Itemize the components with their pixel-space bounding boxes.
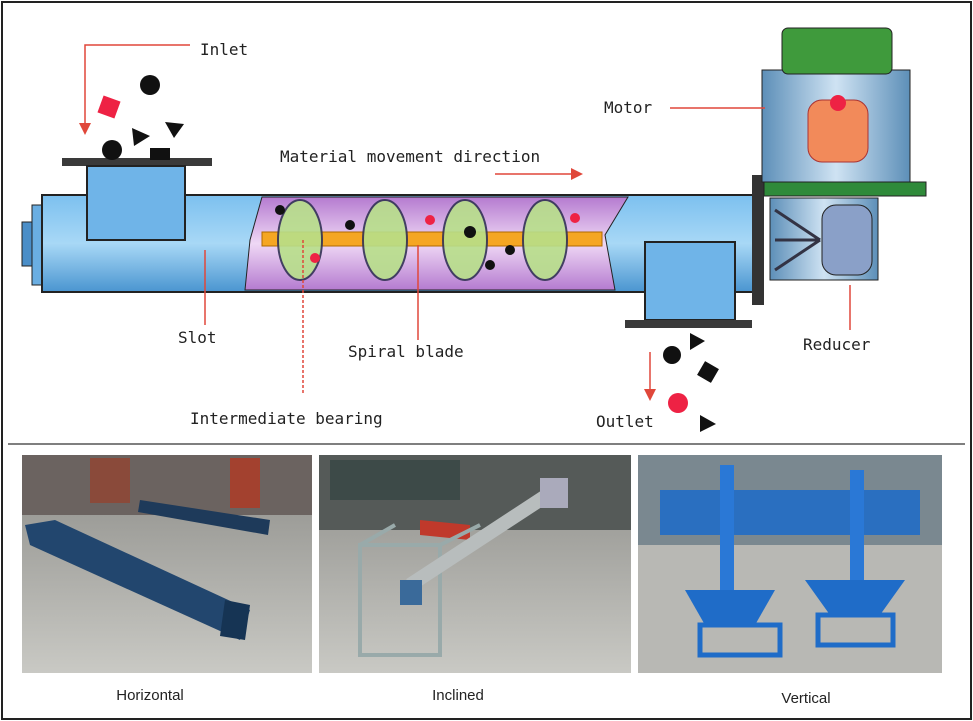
inlet-hopper <box>86 165 186 241</box>
motor-label: Motor <box>604 98 653 117</box>
shaft <box>261 231 603 247</box>
caption-horizontal: Horizontal <box>116 687 184 704</box>
bearing-label: Intermediate bearing <box>190 409 383 428</box>
motor-fan-cover <box>781 27 893 75</box>
reducer-label: Reducer <box>803 335 871 354</box>
caption-inclined: Inclined <box>432 687 484 704</box>
outlet-flange <box>625 320 752 328</box>
photo-vertical <box>638 455 942 673</box>
direction-label: Material movement direction <box>280 147 540 166</box>
drive-plate <box>752 175 764 305</box>
photo-inclined <box>319 455 631 673</box>
outlet-label: Outlet <box>596 412 654 431</box>
caption-vertical: Vertical <box>781 690 830 707</box>
diagram-labels <box>79 44 851 401</box>
outlet-particles <box>663 333 719 432</box>
inlet-flange <box>62 158 212 166</box>
material-particles <box>275 205 580 270</box>
slot-label: Slot <box>178 328 217 347</box>
inlet-label: Inlet <box>200 40 248 59</box>
outlet-hopper <box>644 241 736 321</box>
conveyor-diagram <box>21 27 927 432</box>
photo-horizontal <box>22 455 312 673</box>
inlet-particles <box>97 75 184 160</box>
inlet-leader <box>79 44 190 135</box>
spiral-blade-label: Spiral blade <box>348 342 464 361</box>
